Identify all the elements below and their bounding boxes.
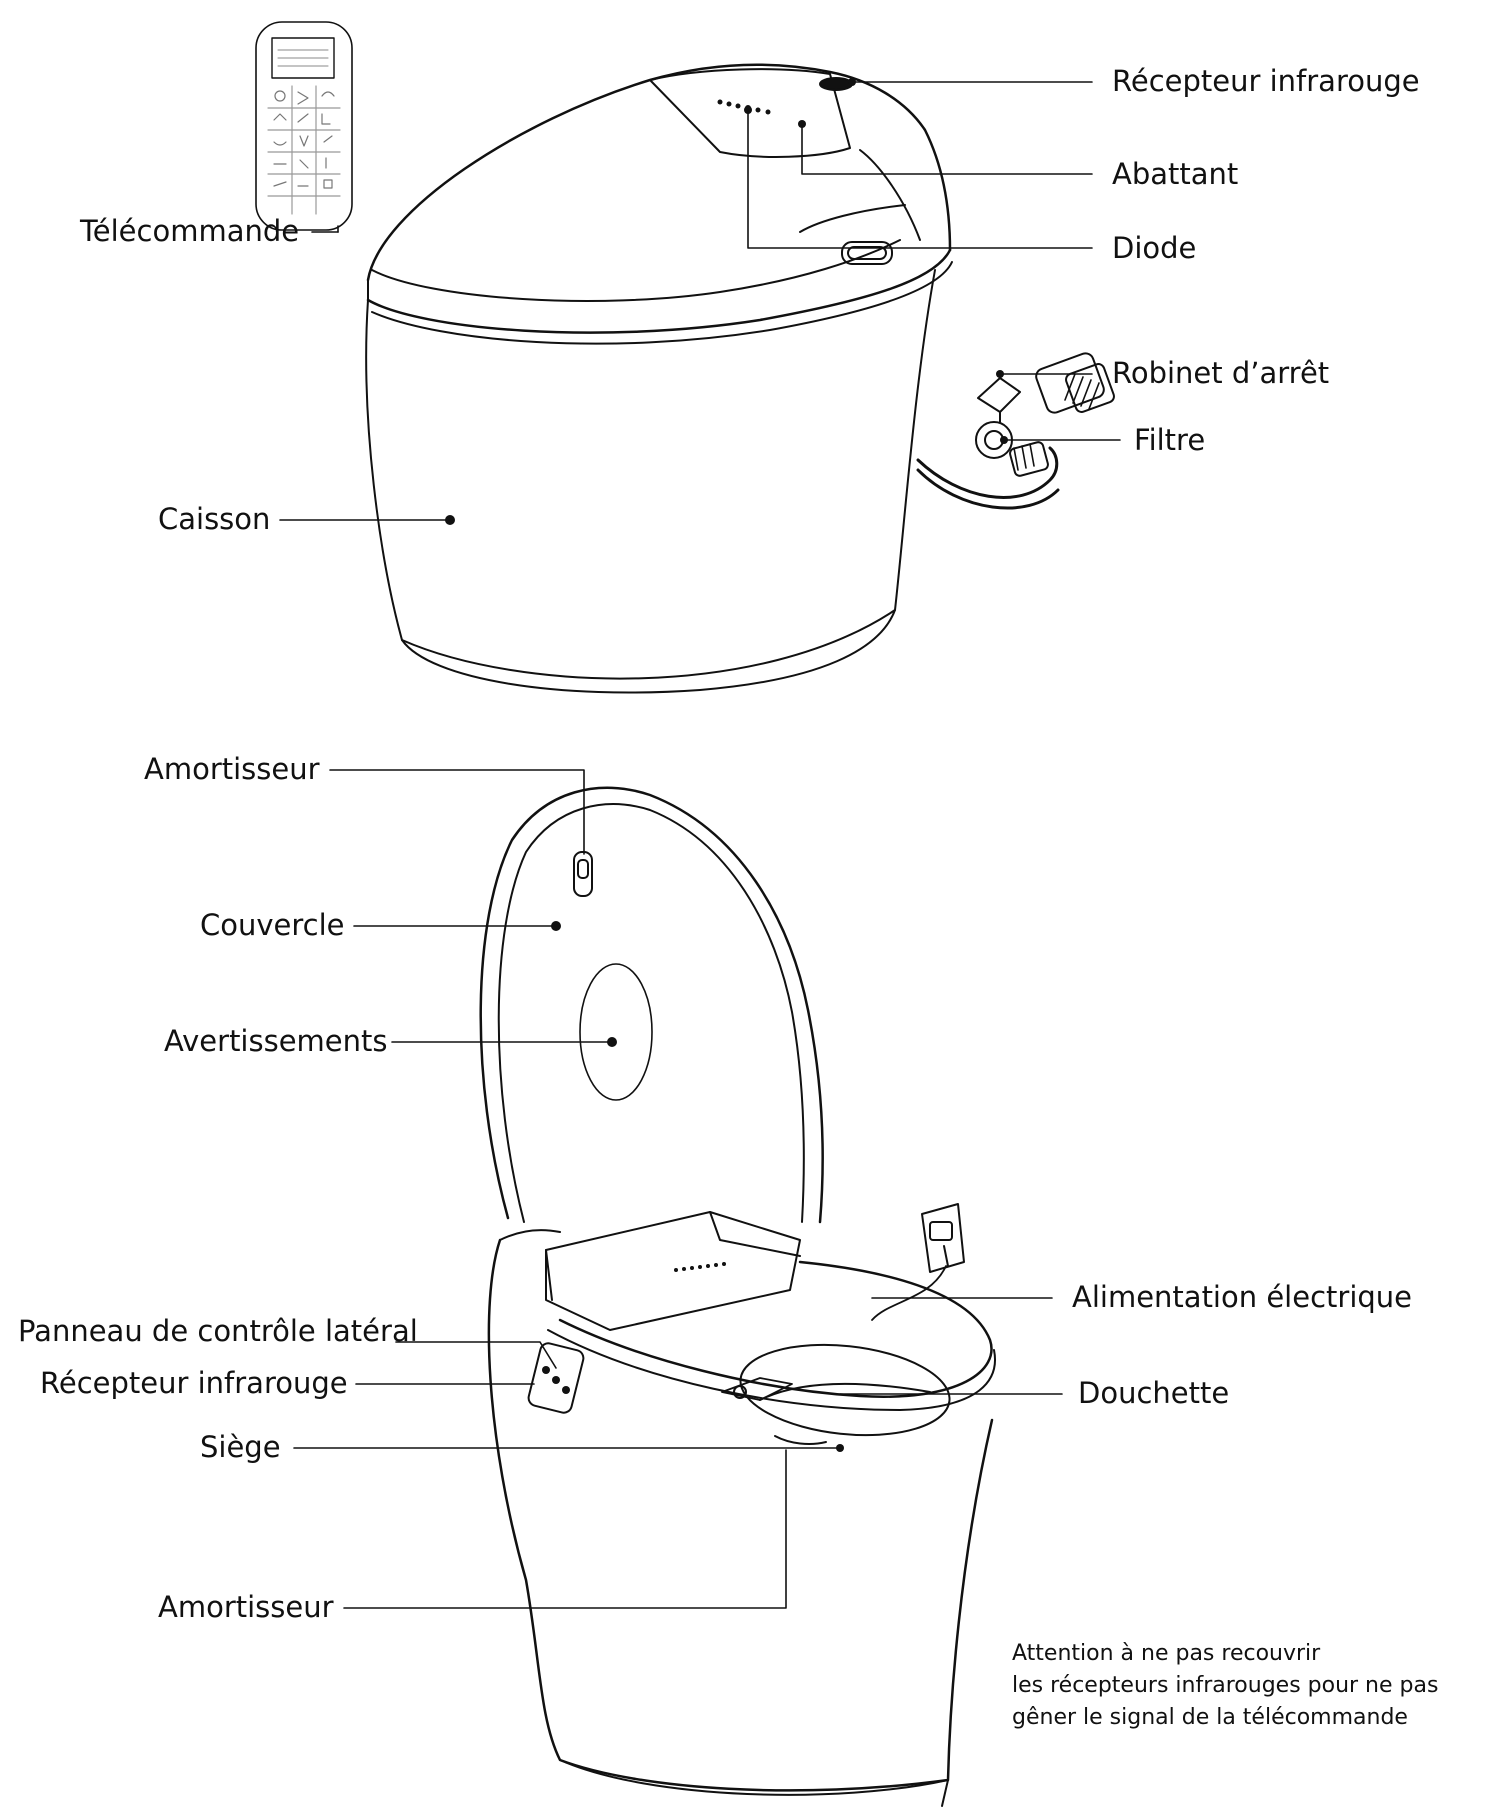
couvercle-lid xyxy=(481,788,823,1222)
label-panneau-controle-lateral: Panneau de contrôle latéral xyxy=(18,1314,418,1348)
remote-control-illustration xyxy=(256,22,352,230)
label-diode: Diode xyxy=(1112,231,1196,265)
shutoff-valve-illustration xyxy=(976,351,1116,477)
warning-note: Attention à ne pas recouvrir les récepte… xyxy=(1012,1638,1438,1734)
toilet-open-illustration xyxy=(481,788,995,1806)
warning-note-line-1: Attention à ne pas recouvrir xyxy=(1012,1638,1438,1670)
label-telecommande: Télécommande xyxy=(80,214,299,248)
label-douchette: Douchette xyxy=(1078,1376,1229,1410)
top-module xyxy=(546,1212,800,1330)
warnings-circle xyxy=(580,964,652,1100)
label-siege: Siège xyxy=(200,1430,281,1464)
label-avertissements: Avertissements xyxy=(164,1024,388,1058)
side-panel-buttons xyxy=(542,1366,570,1394)
label-caisson: Caisson xyxy=(158,502,270,536)
label-alimentation-electrique: Alimentation électrique xyxy=(1072,1280,1412,1314)
label-recepteur-infrarouge-bottom: Récepteur infrarouge xyxy=(40,1366,348,1400)
label-filtre: Filtre xyxy=(1134,423,1205,457)
ir-receiver-top xyxy=(820,78,852,90)
label-abattant: Abattant xyxy=(1112,157,1238,191)
label-couvercle: Couvercle xyxy=(200,908,345,942)
warning-note-line-2: les récepteurs infrarouges pour ne pas xyxy=(1012,1670,1438,1702)
module-leds xyxy=(674,1262,726,1272)
damper-top xyxy=(574,852,592,896)
power-plug xyxy=(872,1204,964,1320)
toilet-closed-illustration xyxy=(366,65,1058,693)
leader-dots xyxy=(445,78,1008,1452)
leader-lines xyxy=(280,82,1120,1608)
label-amortisseur-top: Amortisseur xyxy=(144,752,320,786)
label-robinet-arret: Robinet d’arrêt xyxy=(1112,356,1329,390)
seat-ring xyxy=(560,1262,991,1397)
warning-note-line-3: gêner le signal de la télécommande xyxy=(1012,1702,1438,1734)
water-hose xyxy=(918,448,1057,497)
label-amortisseur-bottom: Amortisseur xyxy=(158,1590,334,1624)
diode-leds xyxy=(718,100,771,115)
label-recepteur-infrarouge-top: Récepteur infrarouge xyxy=(1112,64,1420,98)
damper-bottom xyxy=(775,1436,826,1444)
